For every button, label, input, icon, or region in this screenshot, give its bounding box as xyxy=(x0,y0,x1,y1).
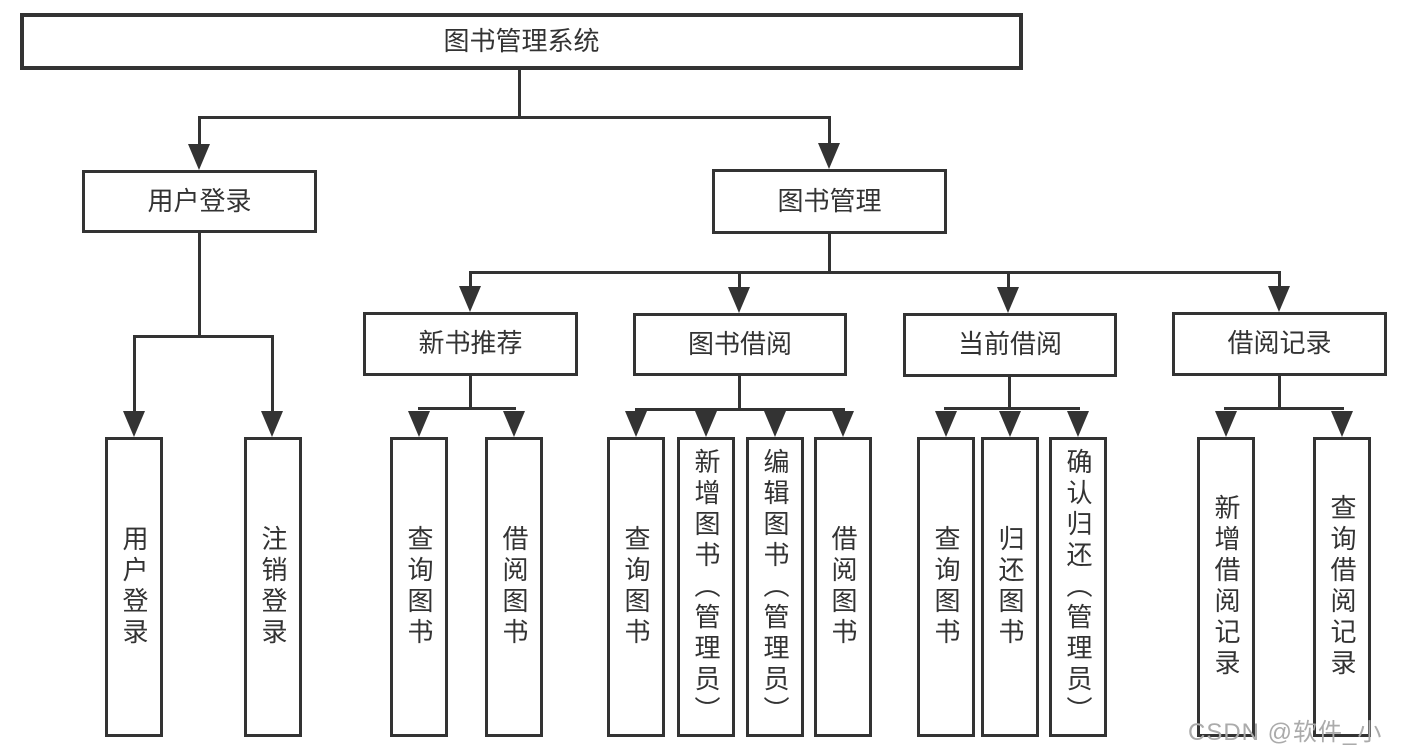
connector-line xyxy=(469,271,1281,274)
leaf-record-query-borrow-record: 查询借阅记录 xyxy=(1313,437,1371,737)
arrowhead-down-icon xyxy=(261,411,283,437)
connector-line xyxy=(198,233,201,338)
leaf-borrow-add-books-admin: 新增图书（管理员） xyxy=(677,437,735,737)
connector-line xyxy=(1008,377,1011,409)
connector-line xyxy=(418,407,516,410)
arrowhead-down-icon xyxy=(695,411,717,437)
node-user-login: 用户登录 xyxy=(82,170,317,233)
connector-line xyxy=(198,116,831,119)
node-library-system: 图书管理系统 xyxy=(20,13,1023,70)
arrowhead-down-icon xyxy=(997,287,1019,313)
arrowhead-down-icon xyxy=(408,411,430,437)
connector-line xyxy=(469,376,472,409)
arrowhead-down-icon xyxy=(503,411,525,437)
watermark: CSDN @软件_小贺同学 xyxy=(1188,719,1383,746)
connector-line xyxy=(1278,376,1281,409)
connector-line xyxy=(738,376,741,410)
connector-line xyxy=(271,338,274,412)
leaf-current-return-books: 归还图书 xyxy=(981,437,1039,737)
arrowhead-down-icon xyxy=(1268,286,1290,312)
connector-line xyxy=(635,408,845,411)
connector-line xyxy=(133,335,274,338)
leaf-logout: 注销登录 xyxy=(244,437,302,737)
connector-line xyxy=(198,119,201,146)
connector-line xyxy=(828,234,831,272)
connector-line xyxy=(1224,407,1344,410)
arrowhead-down-icon xyxy=(459,286,481,312)
leaf-newbook-borrow-books: 借阅图书 xyxy=(485,437,543,737)
node-borrow-record: 借阅记录 xyxy=(1172,312,1387,376)
node-book-borrow: 图书借阅 xyxy=(633,313,847,376)
arrowhead-down-icon xyxy=(1215,411,1237,437)
arrowhead-down-icon xyxy=(188,144,210,170)
connector-line xyxy=(469,274,472,288)
arrowhead-down-icon xyxy=(764,411,786,437)
connector-line xyxy=(944,407,1080,410)
connector-line xyxy=(133,338,136,412)
leaf-newbook-query-books: 查询图书 xyxy=(390,437,448,737)
connector-line xyxy=(518,70,521,116)
leaf-current-query-books: 查询图书 xyxy=(917,437,975,737)
arrowhead-down-icon xyxy=(999,411,1021,437)
connector-line xyxy=(738,274,741,289)
connector-line xyxy=(828,119,831,145)
arrowhead-down-icon xyxy=(123,411,145,437)
node-book-management: 图书管理 xyxy=(712,169,947,234)
node-current-borrow: 当前借阅 xyxy=(903,313,1117,377)
leaf-borrow-edit-books-admin: 编辑图书（管理员） xyxy=(746,437,804,737)
arrowhead-down-icon xyxy=(625,411,647,437)
node-new-book-recommend: 新书推荐 xyxy=(363,312,578,376)
leaf-borrow-borrow-books: 借阅图书 xyxy=(814,437,872,737)
arrowhead-down-icon xyxy=(818,143,840,169)
leaf-borrow-query-books: 查询图书 xyxy=(607,437,665,737)
leaf-record-add-borrow-record: 新增借阅记录 xyxy=(1197,437,1255,737)
connector-line xyxy=(1278,274,1281,288)
leaf-user-login: 用户登录 xyxy=(105,437,163,737)
arrowhead-down-icon xyxy=(832,411,854,437)
leaf-current-confirm-return-admin: 确认归还（管理员） xyxy=(1049,437,1107,737)
arrowhead-down-icon xyxy=(935,411,957,437)
arrowhead-down-icon xyxy=(1331,411,1353,437)
arrowhead-down-icon xyxy=(728,287,750,313)
connector-line xyxy=(1007,274,1010,289)
arrowhead-down-icon xyxy=(1067,411,1089,437)
